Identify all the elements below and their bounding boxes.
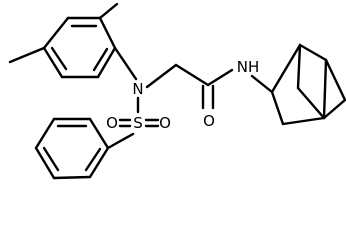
- n-ch2-bond: [145, 63, 178, 89]
- nh-norbornyl-bond: [250, 74, 274, 94]
- methyl-bond-lower: [8, 46, 46, 64]
- nh-amide-label: NH: [237, 58, 260, 76]
- ch2-carbonyl-bond: [174, 63, 210, 87]
- aryl-n-bond: [113, 46, 138, 81]
- n-sulfonamide-label: N: [132, 80, 143, 98]
- structure-diagram: N O NH S O O: [8, 2, 346, 180]
- sulfonyl-oxygen-right-label: O: [159, 114, 171, 132]
- carbonyl-oxygen-label: O: [203, 112, 215, 130]
- sulfur-label: S: [133, 114, 143, 132]
- dimethylphenyl-ring: [42, 16, 117, 79]
- methyl-bond-upper: [98, 2, 119, 20]
- carbonyl-nh-bond: [206, 68, 234, 87]
- s-phenyl-bond: [106, 132, 135, 150]
- norbornane-ring: [270, 43, 346, 126]
- phenyl-ring: [34, 117, 110, 180]
- sulfonyl-oxygen-left-label: O: [106, 114, 118, 132]
